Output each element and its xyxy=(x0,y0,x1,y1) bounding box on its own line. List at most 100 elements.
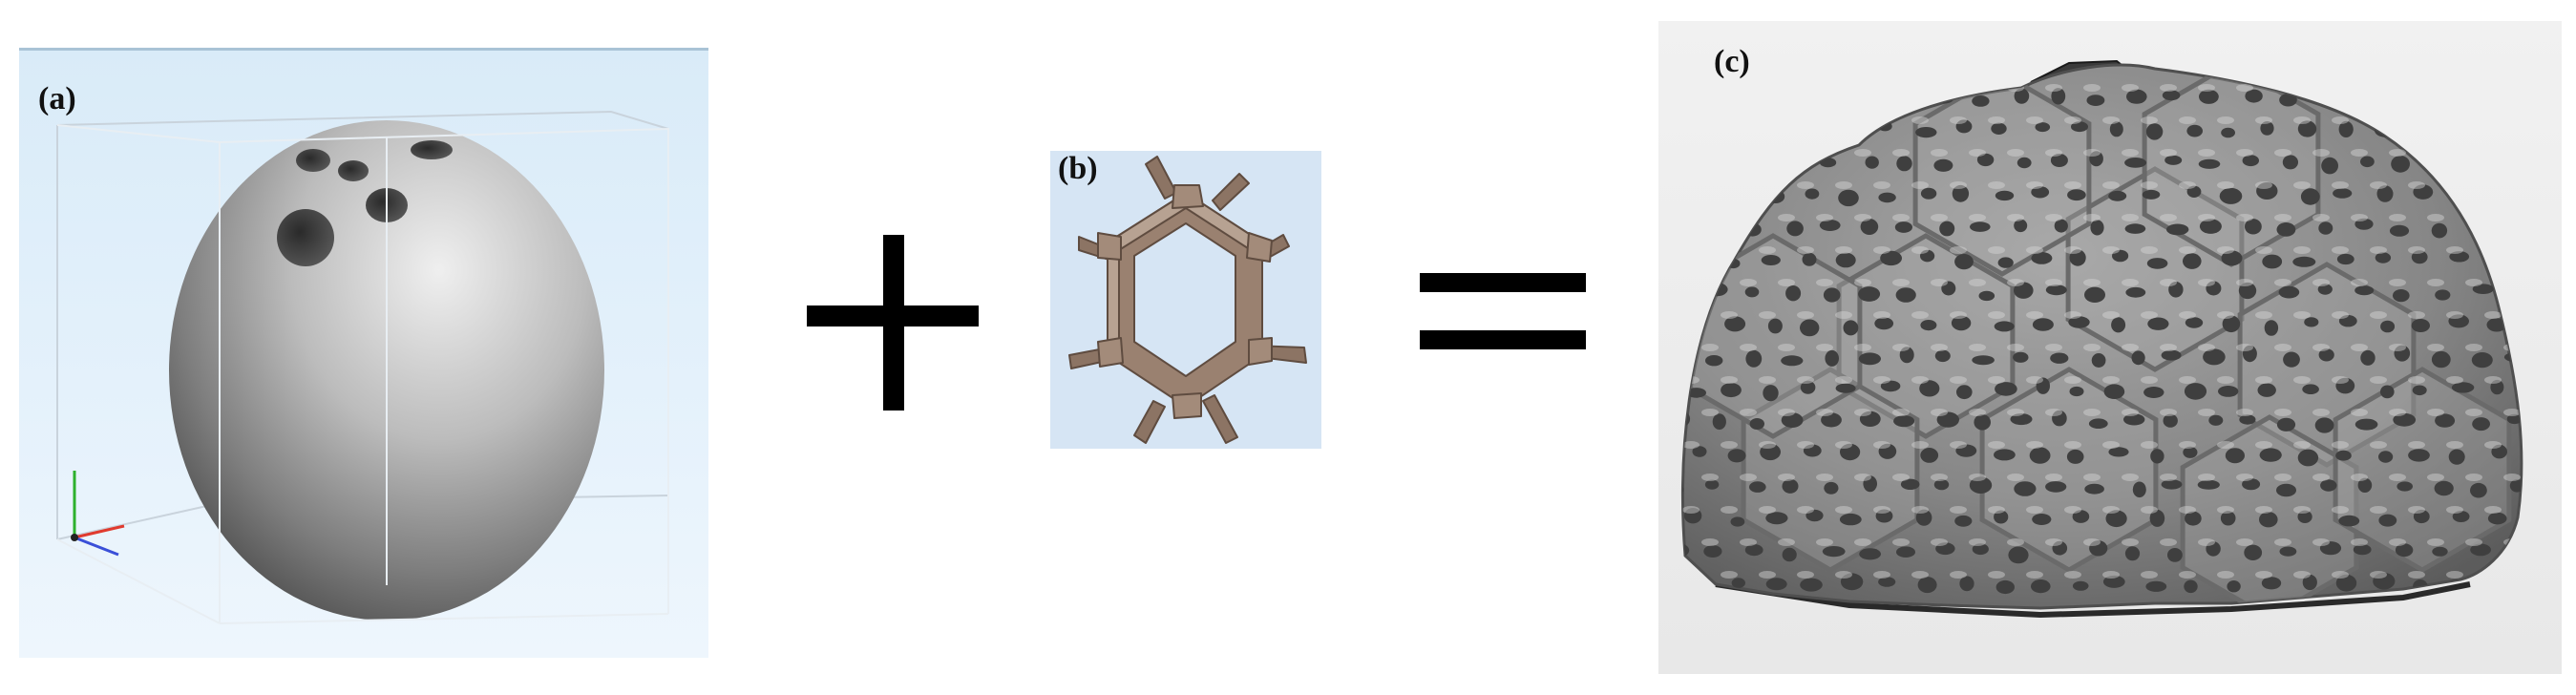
lattice-pore xyxy=(1920,320,1937,331)
lattice-pore xyxy=(2089,540,2108,557)
lattice-pore xyxy=(2276,483,2296,497)
lattice-highlight xyxy=(1988,246,2005,254)
lattice-pore xyxy=(1692,189,1709,202)
lattice-highlight xyxy=(1663,149,1680,157)
lattice-highlight xyxy=(2179,311,2196,319)
lattice-highlight xyxy=(2007,344,2024,351)
lattice-pore xyxy=(1821,412,1842,428)
lattice-pore xyxy=(2431,222,2448,239)
lattice-pore xyxy=(2198,158,2221,169)
lattice-pore xyxy=(1784,88,1803,100)
lattice-pore xyxy=(2375,252,2392,263)
lattice-pore xyxy=(2472,156,2494,171)
lattice-highlight xyxy=(1797,116,1814,124)
lattice-highlight xyxy=(1797,441,1814,449)
lattice-highlight xyxy=(2198,84,2215,92)
lattice-pore xyxy=(2032,514,2052,525)
lattice-highlight xyxy=(2083,149,2101,157)
lattice-highlight xyxy=(2351,344,2368,351)
lattice-highlight xyxy=(2122,538,2139,546)
lattice-highlight xyxy=(1931,409,1948,416)
lattice-highlight xyxy=(2236,214,2253,221)
lattice-highlight xyxy=(2198,409,2215,416)
lattice-highlight xyxy=(1911,311,1929,319)
lattice-pore xyxy=(2218,386,2239,397)
lattice-highlight xyxy=(1988,571,2005,579)
lattice-highlight xyxy=(2465,84,2482,92)
lattice-highlight xyxy=(2523,116,2540,124)
lattice-highlight xyxy=(2484,376,2502,384)
lattice-highlight xyxy=(1721,311,1738,319)
lattice-pore xyxy=(2072,580,2089,591)
lattice-highlight xyxy=(2484,571,2502,579)
lattice-pore xyxy=(2376,185,2394,202)
lattice-pore xyxy=(1978,290,1995,302)
lattice-pore xyxy=(2378,514,2397,527)
lattice-highlight xyxy=(2217,506,2234,514)
lattice-highlight xyxy=(2446,441,2463,449)
lattice-pore xyxy=(1692,446,1707,457)
lattice-pore xyxy=(2203,348,2226,366)
lattice-pore xyxy=(1900,478,1920,490)
lattice-pore xyxy=(1880,250,1902,266)
lattice-pore xyxy=(2300,188,2320,205)
lattice-highlight xyxy=(2312,149,2330,157)
lattice-highlight xyxy=(1911,376,1929,384)
lattice-highlight xyxy=(2160,279,2177,286)
lattice-pore xyxy=(2185,511,2202,526)
lattice-highlight xyxy=(1892,214,1910,221)
lattice-highlight xyxy=(2465,409,2482,416)
lattice-highlight xyxy=(2179,506,2196,514)
lattice-pore xyxy=(2470,543,2491,557)
lattice-highlight xyxy=(2064,506,2081,514)
sphere-with-holes-icon xyxy=(56,110,669,624)
lattice-pore xyxy=(1802,252,1817,266)
lattice-pore xyxy=(2471,352,2493,369)
lattice-pore xyxy=(2014,481,2037,496)
lattice-pore xyxy=(1858,286,1881,302)
lattice-highlight xyxy=(2198,149,2215,157)
lattice-pore xyxy=(2242,478,2261,491)
lattice-highlight xyxy=(1911,116,1929,124)
lattice-pore xyxy=(2225,448,2245,464)
lattice-pore xyxy=(1920,448,1939,463)
lattice-highlight xyxy=(2198,344,2215,351)
lattice-highlight xyxy=(2198,538,2215,546)
lattice-pore xyxy=(1688,322,1704,334)
lattice-highlight xyxy=(1950,181,1967,189)
lattice-highlight xyxy=(1759,311,1776,319)
lattice-highlight xyxy=(1759,246,1776,254)
lattice-highlight xyxy=(2007,214,2024,221)
lattice-cell-outline xyxy=(2237,262,2417,468)
lattice-highlight xyxy=(2332,506,2349,514)
lattice-pore xyxy=(1824,481,1839,495)
lattice-highlight xyxy=(2026,441,2043,449)
lattice-highlight xyxy=(1892,409,1910,416)
lattice-highlight xyxy=(2122,474,2139,481)
lattice-pore xyxy=(2411,319,2430,332)
lattice-pore xyxy=(2276,222,2296,237)
lattice-highlight xyxy=(2102,571,2120,579)
lattice-pore xyxy=(1895,287,1916,303)
lattice-highlight xyxy=(1740,474,1757,481)
lattice-pore xyxy=(1920,249,1935,263)
lattice-pore xyxy=(1859,548,1881,560)
lattice-pore xyxy=(1935,542,1955,556)
lattice-pore xyxy=(1835,252,1856,268)
lattice-highlight xyxy=(2026,246,2043,254)
lattice-pore xyxy=(2354,418,2378,431)
lattice-pore xyxy=(1878,192,1896,203)
lattice-pore xyxy=(1976,153,1995,167)
lattice-pore xyxy=(2108,190,2127,201)
lattice-highlight xyxy=(1663,214,1680,221)
lattice-pore xyxy=(2488,249,2503,264)
bounding-box-front xyxy=(56,124,669,624)
lattice-highlight xyxy=(1931,538,1948,546)
lattice-highlight xyxy=(2064,181,2081,189)
lattice-pore xyxy=(2066,449,2084,464)
lattice-highlight xyxy=(2274,474,2291,481)
lattice-pore xyxy=(1782,478,1799,494)
lattice-highlight xyxy=(1835,376,1852,384)
lattice-pore xyxy=(2069,386,2084,397)
lattice-highlight xyxy=(2370,311,2387,319)
